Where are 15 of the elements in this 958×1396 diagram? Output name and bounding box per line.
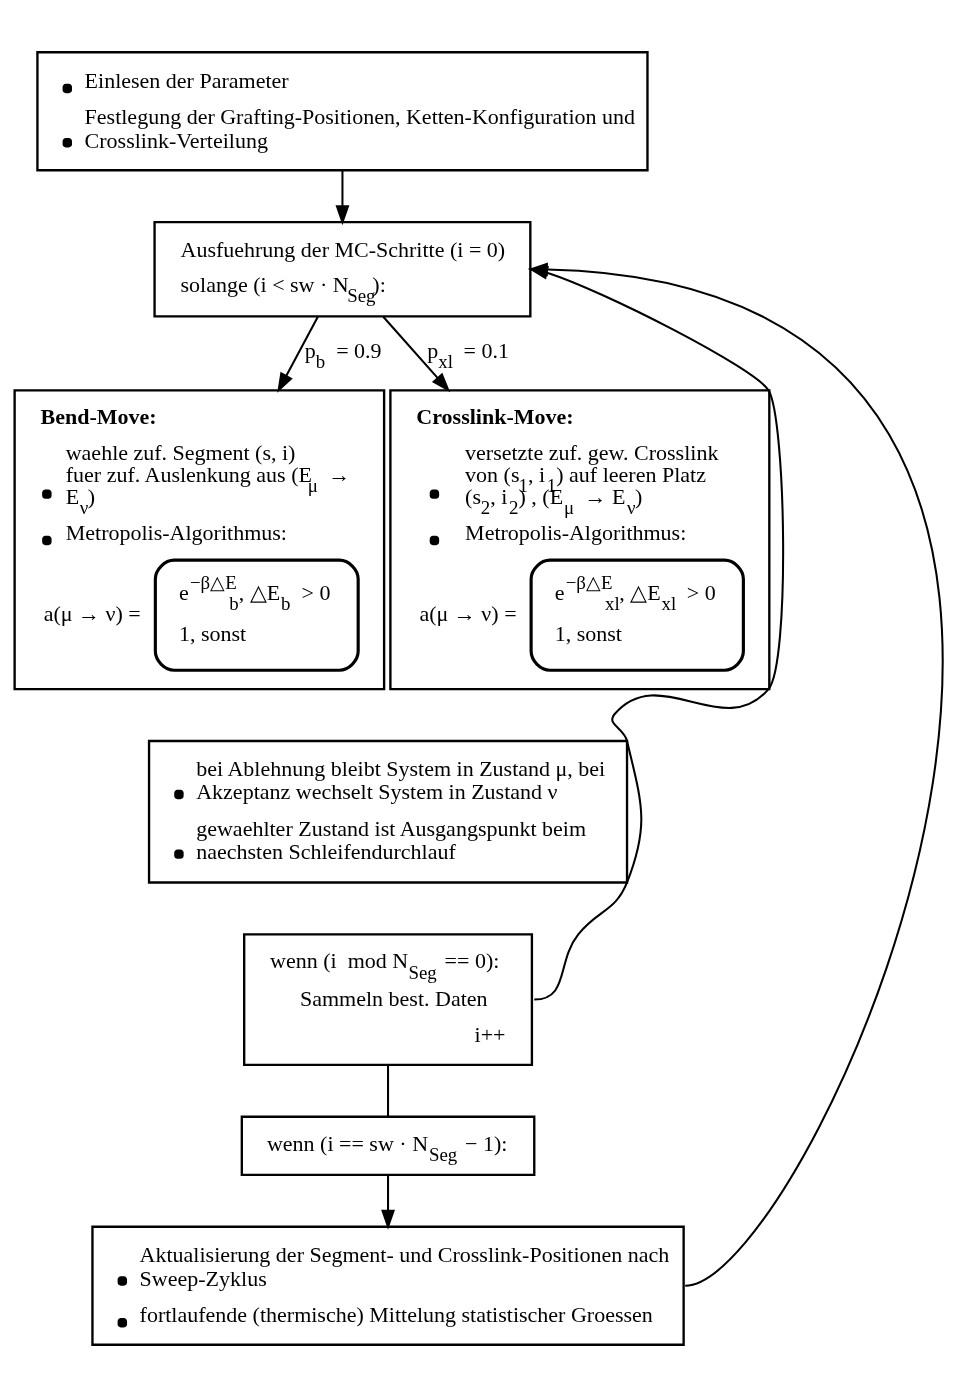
edge-label: p$_{xl}$ = 0.1 — [427, 337, 509, 372]
connector — [387, 1064, 390, 1116]
arrow — [277, 315, 319, 393]
arrow — [335, 170, 350, 225]
node-box: Aktualisierung der Segment- und Crosslink-Positionen nach Sweep-Zyklus fortlaufende (thermische) Mittelung statistischer Groessen — [91, 1225, 685, 1346]
node-box: wenn (i == sw · N$_{Seg}$ − 1): — [240, 1115, 536, 1176]
edge-label: p$_{b}$ = 0.9 — [304, 337, 382, 372]
node-box: Einlesen der Parameter Festlegung der Grafting-Positionen, Ketten-Konfiguration und Crosslink-Verteilung — [36, 50, 649, 171]
arrow — [381, 1174, 395, 1230]
node-box: Bend-Move: waehle zuf. Segment (s, i) fuer zuf. Auslenkung aus (E$_{μ}$ → E$_{ν}$) Metropolis-Algorithmus: a(μ → ν) = e$^{−β△E}$$_{b}$, △E$_{b}$ > 0 1, sonst — [13, 388, 386, 690]
node-box: bei Ablehnung bleibt System in Zustand μ, bei Akzeptanz wechselt System in Zustand ν gewaehlter Zustand ist Ausgangspunkt beim naechsten Schleifendurchlauf — [147, 739, 629, 884]
arrow — [382, 315, 451, 392]
node-box: Ausfuehrung der MC-Schritte (i = 0) solange (i < sw · N$_{Seg}$): — [153, 220, 532, 318]
node-box: wenn (i mod N$_{Seg}$ == 0): Sammeln best. Daten i++ — [243, 932, 534, 1066]
node-box: Crosslink-Move: versetzte zuf. gew. Crosslink von (s$_{1}$, i$_{1}$) auf leeren Platz (s$_{2}$, i$_{2}$) , (E$_{μ}$ → E$_{ν}$) Metropolis-Algorithmus: a(μ → ν) = e$^{−β△E}$$_{xl}$, △E$_{xl}$ > 0 1, sonst — [389, 388, 771, 690]
